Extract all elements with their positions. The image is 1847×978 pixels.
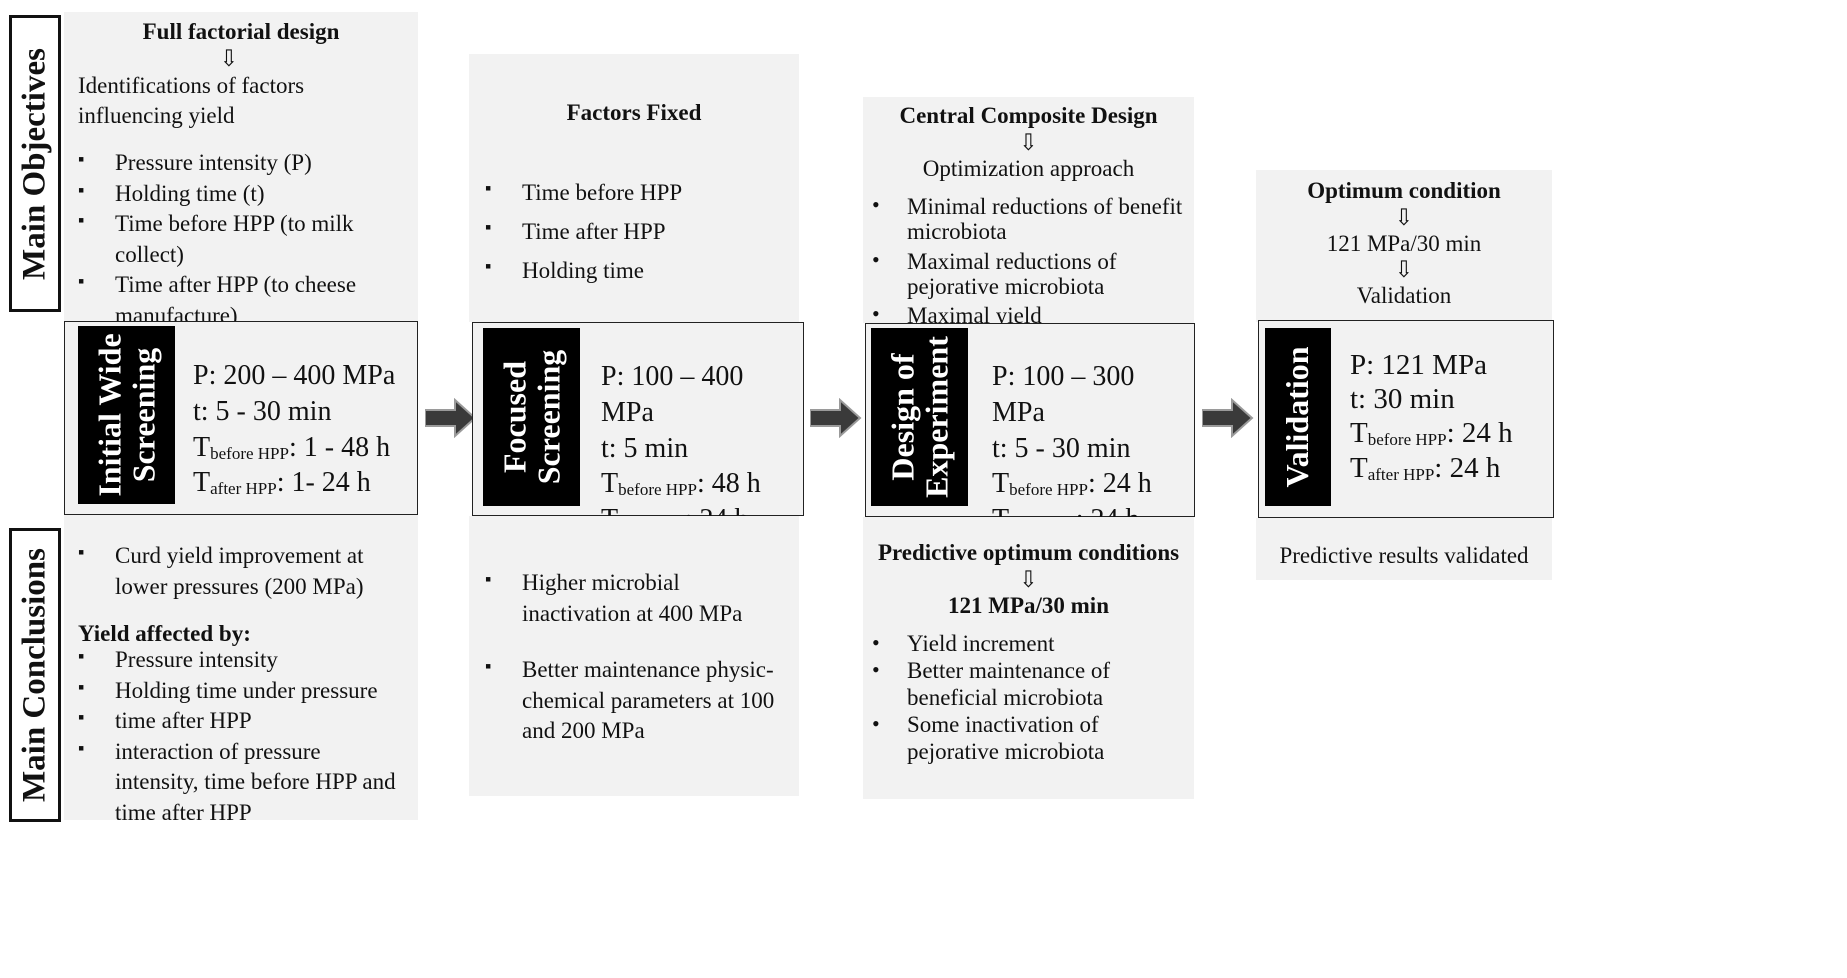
t-before-value: Tbefore HPP: 24 h — [992, 468, 1152, 500]
down-arrow-icon: ⇩ — [1018, 130, 1039, 155]
objective-4-validation: Validation — [1356, 283, 1452, 308]
objective-3-subtitle: Optimization approach — [922, 156, 1135, 181]
pressure-value: P: 100 – 400 MPa — [601, 361, 744, 428]
stage-params-4: P: 121 MPa t: 30 min Tbefore HPP: 24 h T… — [1350, 348, 1550, 485]
conclusion-4-text: Predictive results validated — [1279, 543, 1529, 568]
list-item: Holding time under pressure — [78, 676, 398, 707]
list-item: Better maintenance physic-chemical param… — [485, 655, 785, 747]
main-objectives-label: Main Objectives — [9, 15, 61, 312]
list-item: Curd yield improvement at lower pressure… — [78, 541, 408, 602]
objective-panel-4 — [1256, 170, 1552, 322]
list-item: Pressure intensity — [78, 645, 398, 676]
t-before-value: Tbefore HPP: 24 h — [1350, 417, 1513, 450]
conclusion-1-bullets-top: Curd yield improvement at lower pressure… — [78, 541, 408, 602]
down-arrow-icon: ⇩ — [219, 46, 239, 71]
list-item: Holding time (t) — [78, 179, 378, 210]
down-arrow-icon: ⇩ — [1394, 205, 1414, 230]
objective-2-title: Factors Fixed — [566, 100, 702, 125]
objective-4-value: 121 MPa/30 min — [1326, 231, 1482, 256]
conclusion-3-value: 121 MPa/30 min — [948, 593, 1109, 618]
list-item: Higher microbial inactivation at 400 MPa — [485, 568, 785, 629]
down-arrow-icon: ⇩ — [1394, 257, 1414, 282]
time-value: t: 5 - 30 min — [992, 432, 1131, 464]
objective-3-title: Central Composite Design — [899, 103, 1158, 128]
list-item: Holding time — [485, 251, 785, 290]
list-item: Time before HPP (to milk collect) — [78, 209, 378, 270]
conclusion-3-bullets: Yield increment Better maintenance of be… — [870, 630, 1170, 765]
right-arrow-icon — [810, 398, 862, 438]
t-after-value: Tafter HPP: 1- 24 h — [193, 467, 371, 499]
objective-3-bullets: Minimal reductions of benefit microbiota… — [870, 193, 1185, 328]
list-item: Some inactivation of pejorative microbio… — [870, 711, 1170, 765]
list-item: Yield increment — [870, 630, 1170, 657]
pressure-value: P: 100 – 300 MPa — [992, 361, 1135, 428]
list-item: Pressure intensity (P) — [78, 148, 378, 179]
t-after-value: Tafter HPP: 24 h — [1350, 451, 1501, 484]
objective-1-subtitle: Identifications of factors influencing y… — [78, 73, 305, 128]
t-before-value: Tbefore HPP: 48 h — [601, 468, 761, 500]
right-arrow-icon — [425, 398, 477, 438]
objective-2-bullets: Time before HPP Time after HPP Holding t… — [485, 173, 785, 290]
pressure-value: P: 200 – 400 MPa — [193, 360, 396, 391]
list-item: Time before HPP — [485, 173, 785, 212]
conclusion-2-bullets: Higher microbial inactivation at 400 MPa… — [485, 568, 785, 747]
right-arrow-icon — [1202, 398, 1254, 438]
list-item: interaction of pressure intensity, time … — [78, 737, 398, 829]
stage-params-2: P: 100 – 400 MPa t: 5 min Tbefore HPP: 4… — [601, 359, 801, 538]
stage-params-3: P: 100 – 300 MPa t: 5 - 30 min Tbefore H… — [992, 359, 1192, 538]
down-arrow-icon: ⇩ — [1018, 567, 1039, 592]
stage-label-4: Validation — [1265, 328, 1331, 506]
list-item: time after HPP — [78, 706, 398, 737]
list-item: Minimal reductions of benefit microbiota — [870, 193, 1185, 245]
conclusion-3-title: Predictive optimum conditions — [877, 540, 1180, 565]
pressure-value: P: 121 MPa — [1350, 349, 1487, 381]
list-item: Better maintenance of beneficial microbi… — [870, 657, 1170, 711]
time-value: t: 5 min — [601, 432, 689, 464]
conclusion-1-heading: Yield affected by: — [78, 621, 251, 646]
objective-1-bullets: Pressure intensity (P) Holding time (t) … — [78, 148, 378, 331]
list-item: Time after HPP — [485, 212, 785, 251]
list-item: Time after HPP (to cheese manufacture) — [78, 270, 378, 331]
objective-4-title: Optimum condition — [1307, 178, 1501, 203]
objective-1-title: Full factorial design — [142, 19, 340, 44]
stage-params-1: P: 200 – 400 MPa t: 5 - 30 min Tbefore H… — [193, 358, 413, 501]
conclusion-panel-4 — [1256, 518, 1552, 580]
time-value: t: 30 min — [1350, 383, 1455, 416]
list-item: Maximal reductions of pejorative microbi… — [870, 248, 1185, 300]
main-conclusions-label: Main Conclusions — [9, 528, 61, 822]
t-before-value: Tbefore HPP: 1 - 48 h — [193, 431, 391, 463]
time-value: t: 5 - 30 min — [193, 395, 332, 427]
conclusion-1-bullets: Pressure intensity Holding time under pr… — [78, 645, 398, 828]
